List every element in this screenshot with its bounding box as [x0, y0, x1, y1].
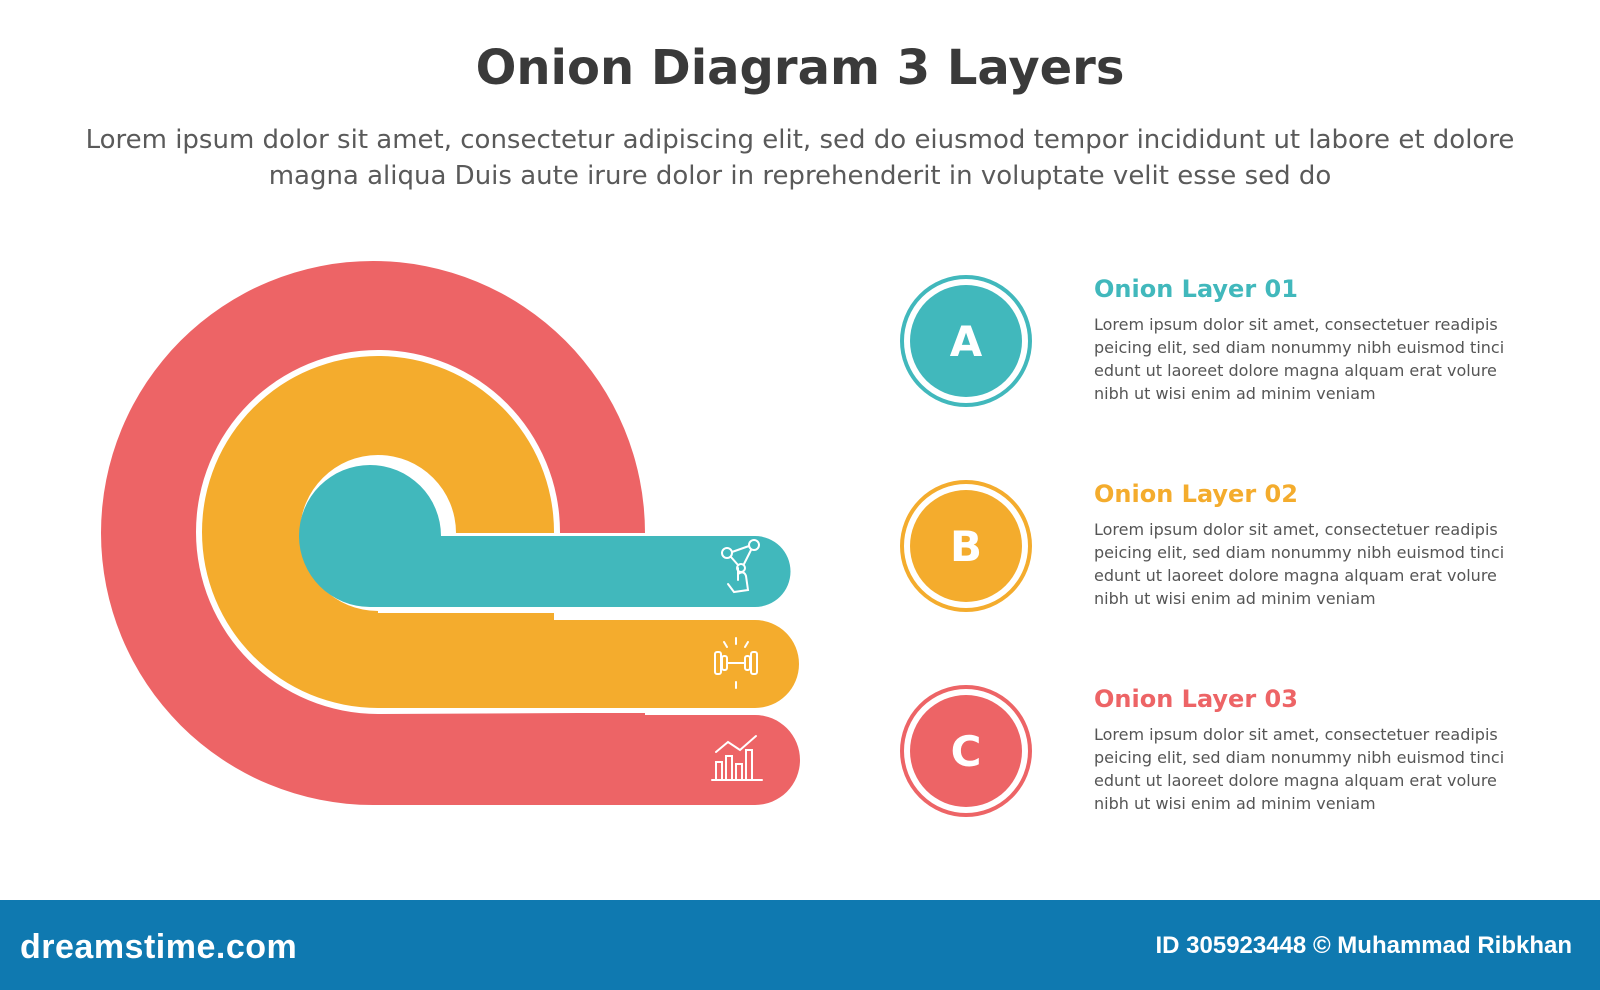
layer-02-title: Onion Layer 02	[1094, 480, 1298, 508]
watermark-footer-bar: dreamstime.com ID 305923448 © Muhammad R…	[0, 900, 1600, 990]
layer-03-description: Lorem ipsum dolor sit amet, consectetuer…	[1094, 725, 1505, 813]
badge-ring-c: C	[900, 685, 1032, 817]
touch-network-icon	[721, 539, 760, 594]
badge-letter-a: A	[910, 285, 1022, 397]
layer-01-shape	[299, 465, 791, 607]
badge-ring-b: B	[900, 480, 1032, 612]
footer-credit: ID 305923448 © Muhammad Ribkhan	[1155, 932, 1572, 959]
dumbbell-icon	[714, 637, 758, 689]
badge-letter-b: B	[910, 490, 1022, 602]
page-title: Onion Diagram 3 Layers	[475, 40, 1125, 96]
page-subtitle: Lorem ipsum dolor sit amet, consectetur …	[85, 125, 1515, 191]
footer-brand-logo: dreamstime.com	[20, 928, 298, 966]
badge-letter-c: C	[910, 695, 1022, 807]
layer-item-02: B Onion Layer 02 Lorem ipsum dolor sit a…	[900, 480, 1520, 630]
onion-diagram	[101, 261, 808, 805]
layer-03-title: Onion Layer 03	[1094, 685, 1298, 713]
layer-02-description: Lorem ipsum dolor sit amet, consectetuer…	[1094, 520, 1505, 608]
layer-02-shape	[202, 356, 799, 708]
layer-item-01: A Onion Layer 01 Lorem ipsum dolor sit a…	[900, 275, 1520, 425]
badge-ring-a: A	[900, 275, 1032, 407]
layer-01-title: Onion Layer 01	[1094, 275, 1298, 303]
layer-01-description: Lorem ipsum dolor sit amet, consectetuer…	[1094, 315, 1505, 403]
bar-chart-growth-icon	[711, 735, 763, 781]
layer-item-03: C Onion Layer 03 Lorem ipsum dolor sit a…	[900, 685, 1520, 835]
